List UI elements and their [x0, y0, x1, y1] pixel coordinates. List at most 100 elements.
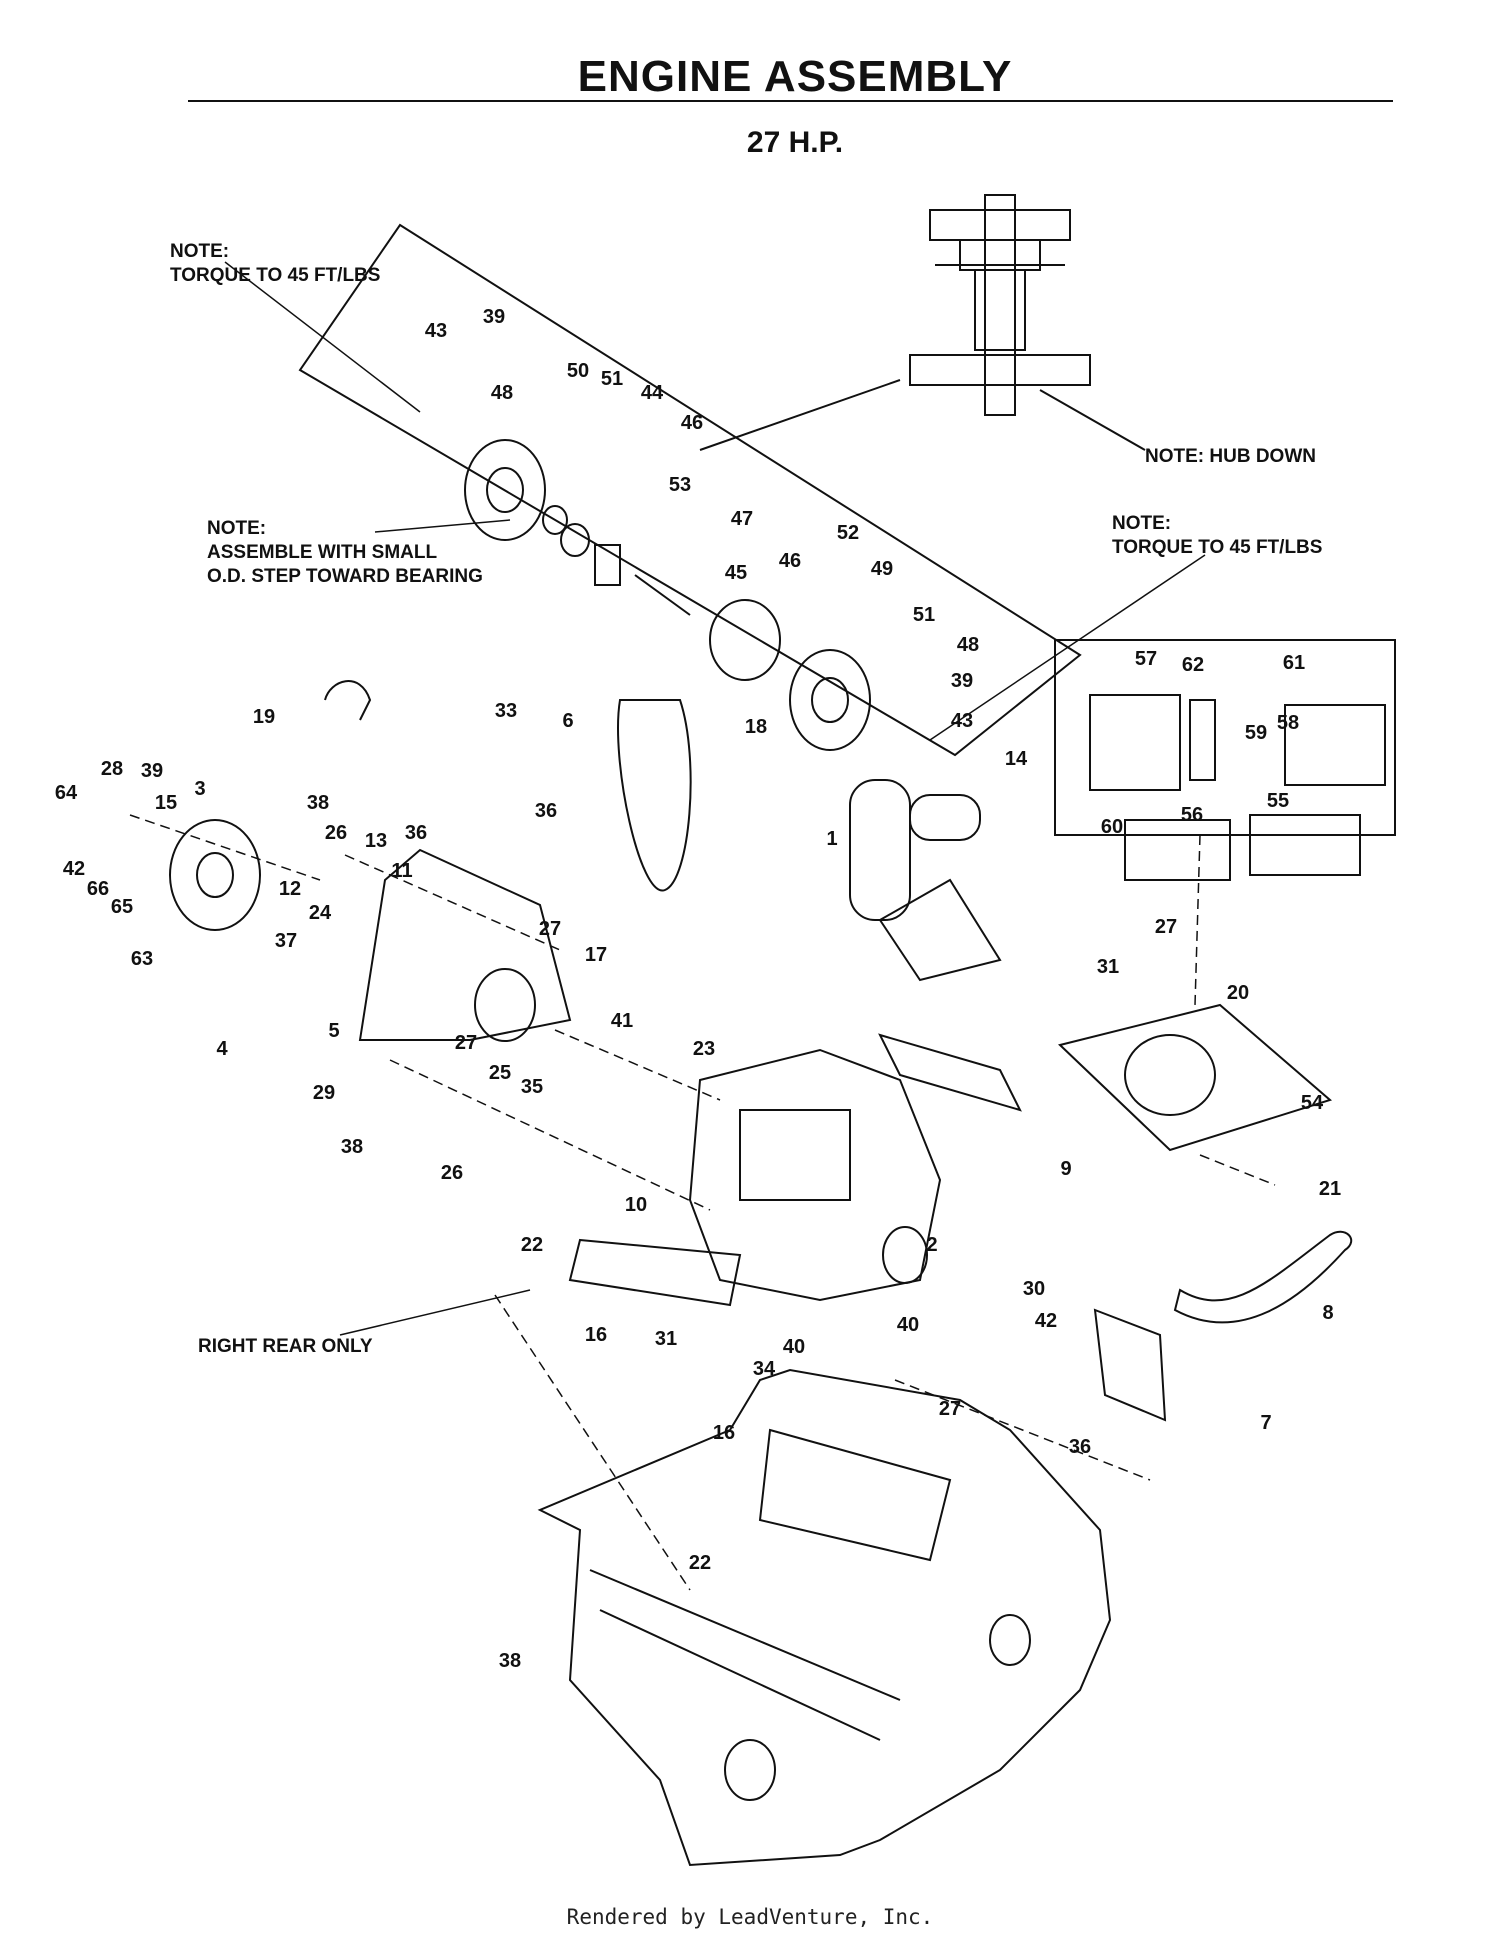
- belt-19: [324, 680, 372, 721]
- callout-37: 37: [274, 930, 298, 952]
- hub-45: [709, 599, 781, 681]
- callout-30: 30: [1022, 1278, 1046, 1300]
- callout-40: 40: [896, 1314, 920, 1336]
- callout-39: 39: [482, 306, 506, 328]
- clutch-3: [169, 819, 261, 931]
- note-text-line-1: ASSEMBLE WITH SMALL: [207, 542, 438, 563]
- callout-48: 48: [490, 382, 514, 404]
- callout-43: 43: [424, 320, 448, 342]
- callout-64: 64: [54, 782, 78, 804]
- pulley-group-outline: [298, 223, 1082, 757]
- callout-44: 44: [640, 382, 664, 404]
- callout-38: 38: [340, 1136, 364, 1158]
- shaft-47: [634, 574, 691, 616]
- callout-31: 31: [654, 1328, 678, 1350]
- callout-12: 12: [278, 878, 302, 900]
- callout-2: 2: [926, 1234, 938, 1256]
- callout-10: 10: [624, 1194, 648, 1216]
- note-label: NOTE:: [170, 241, 230, 262]
- callout-38: 38: [306, 792, 330, 814]
- callout-52: 52: [836, 522, 860, 544]
- hose-8: [1173, 1230, 1353, 1324]
- callout-3: 3: [194, 778, 206, 800]
- note-text-line-2: O.D. STEP TOWARD BEARING: [207, 566, 483, 587]
- hub-section-view: [909, 194, 1091, 416]
- callout-36: 36: [534, 800, 558, 822]
- callout-26: 26: [324, 822, 348, 844]
- callout-34: 34: [752, 1358, 776, 1380]
- pulley-50: [464, 439, 546, 541]
- callout-46: 46: [680, 412, 704, 434]
- footer-credit: Rendered by LeadVenture, Inc.: [566, 1905, 934, 1929]
- callout-1: 1: [826, 828, 838, 850]
- callout-27: 27: [938, 1398, 962, 1420]
- callout-40: 40: [782, 1336, 806, 1358]
- callout-36: 36: [1068, 1436, 1092, 1458]
- note-hub-down: NOTE: HUB DOWN: [1145, 446, 1316, 467]
- callout-38: 38: [498, 1650, 522, 1672]
- note-text: TORQUE TO 45 FT/LBS: [1112, 537, 1323, 558]
- callout-9: 9: [1060, 1158, 1072, 1180]
- air-cleaner-box: [1054, 639, 1396, 836]
- callout-22: 22: [520, 1234, 544, 1256]
- title-underline: [188, 100, 1393, 102]
- callout-45: 45: [724, 562, 748, 584]
- callout-53: 53: [668, 474, 692, 496]
- page-title: ENGINE ASSEMBLY: [577, 52, 1013, 101]
- bracket-7: [1093, 1308, 1167, 1422]
- callout-21: 21: [1318, 1178, 1342, 1200]
- callout-20: 20: [1226, 982, 1250, 1004]
- note-label: NOTE:: [207, 518, 267, 539]
- note-torque-top: NOTE: TORQUE TO 45 FT/LBS: [170, 240, 380, 288]
- callout-65: 65: [110, 896, 134, 918]
- callout-28: 28: [100, 758, 124, 780]
- callout-17: 17: [584, 944, 608, 966]
- callout-39: 39: [140, 760, 164, 782]
- callout-42: 42: [62, 858, 86, 880]
- callout-33: 33: [494, 700, 518, 722]
- pulley-52: [789, 649, 871, 751]
- callout-36: 36: [404, 822, 428, 844]
- callout-63: 63: [130, 948, 154, 970]
- callout-27: 27: [454, 1032, 478, 1054]
- callout-56: 56: [1180, 804, 1204, 826]
- callout-57: 57: [1134, 648, 1158, 670]
- callout-16: 16: [584, 1324, 608, 1346]
- note-assemble: NOTE: ASSEMBLE WITH SMALL O.D. STEP TOWA…: [207, 517, 483, 589]
- callout-22: 22: [688, 1552, 712, 1574]
- callout-58: 58: [1276, 712, 1300, 734]
- spacer-53: [594, 544, 621, 586]
- callout-42: 42: [1034, 1310, 1058, 1332]
- callout-35: 35: [520, 1076, 544, 1098]
- callout-48: 48: [956, 634, 980, 656]
- callout-5: 5: [328, 1020, 340, 1042]
- callout-54: 54: [1300, 1092, 1324, 1114]
- callout-6: 6: [562, 710, 574, 732]
- callout-39: 39: [950, 670, 974, 692]
- callout-7: 7: [1260, 1412, 1272, 1434]
- callout-31: 31: [1096, 956, 1120, 978]
- bracket-10: [568, 1238, 742, 1307]
- callout-27: 27: [538, 918, 562, 940]
- callout-11: 11: [391, 860, 413, 882]
- callout-62: 62: [1181, 654, 1205, 676]
- callout-24: 24: [308, 902, 332, 924]
- note-label: NOTE:: [1112, 513, 1172, 534]
- callout-18: 18: [744, 716, 768, 738]
- callout-25: 25: [488, 1062, 512, 1084]
- bearing-44: [542, 505, 568, 535]
- chassis-frame: [537, 1368, 1112, 1867]
- callout-47: 47: [730, 508, 754, 530]
- callout-59: 59: [1244, 722, 1268, 744]
- idler-bracket-5: [358, 848, 572, 1041]
- callout-4: 4: [216, 1038, 228, 1060]
- callout-41: 41: [610, 1010, 634, 1032]
- callout-15: 15: [154, 792, 178, 814]
- page-subtitle: 27 H.P.: [746, 126, 844, 159]
- callout-43: 43: [950, 710, 974, 732]
- callout-19: 19: [252, 706, 276, 728]
- callout-27: 27: [1154, 916, 1178, 938]
- belt-18: [617, 699, 692, 892]
- note-torque-right: NOTE: TORQUE TO 45 FT/LBS: [1112, 512, 1322, 560]
